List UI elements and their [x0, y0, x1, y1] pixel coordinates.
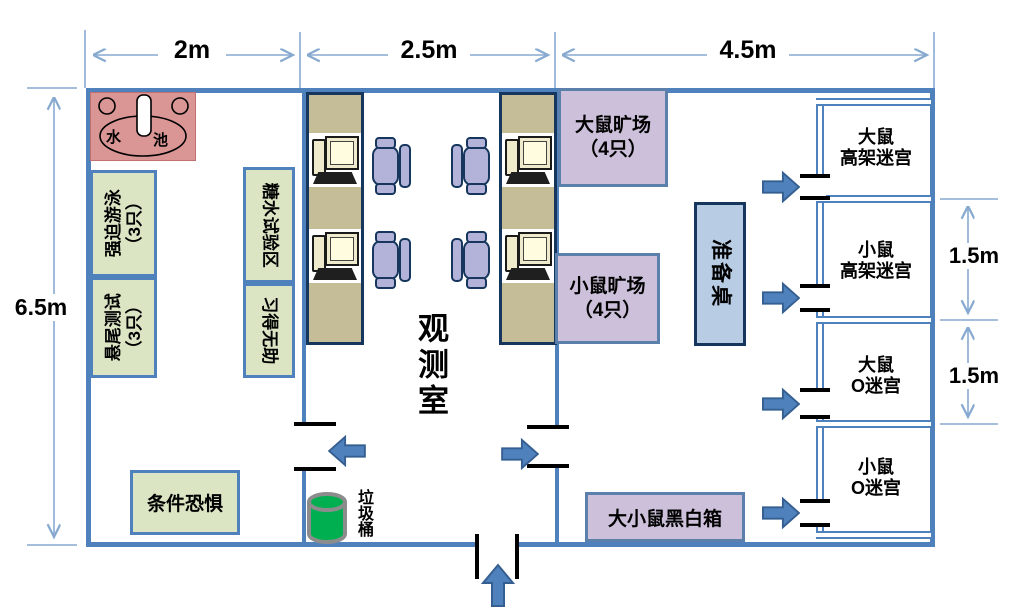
computer-icon: [309, 229, 361, 283]
observation-room-label: 观测室: [413, 312, 448, 420]
black-white-box-label: 大小鼠黑白箱: [607, 508, 722, 530]
sucrose-test-zone: 糖水试验区: [243, 167, 295, 283]
computer-icon: [309, 133, 361, 187]
door-tick: [800, 499, 830, 503]
chair-icon: [372, 137, 412, 195]
maze-divider-1: [816, 195, 931, 203]
door-tick: [800, 415, 830, 419]
sink-label-char2: 池: [153, 132, 169, 149]
tail-suspension-label-line1: 悬尾测试: [103, 293, 123, 362]
mouse-elevated-maze-line2: 高架迷宫: [840, 261, 912, 281]
tail-suspension-label-line2: （3只）: [124, 297, 144, 358]
wall-interior-right-lower: [555, 467, 559, 547]
chair-icon: [450, 137, 490, 195]
tail-suspension-zone: 悬尾测试 （3只）: [90, 277, 157, 378]
wall-top: [86, 88, 935, 93]
maze-door-gap: [814, 392, 826, 416]
mouse-open-field-zone: 小鼠旷场 （4只）: [555, 253, 660, 344]
learned-helplessness-zone: 习得无助: [243, 283, 295, 378]
forced-swim-label-line2: （3只）: [124, 193, 144, 254]
sink-icon: [98, 94, 189, 157]
rat-open-field-label-line2: （4只）: [579, 138, 647, 160]
desk-right: [499, 92, 557, 345]
chair-icon: [450, 231, 490, 289]
dimension-right-1: 1.5m: [941, 243, 1007, 269]
door-tick: [800, 388, 830, 392]
maze-door-arrow-icon: [762, 387, 800, 421]
rat-o-maze-line2: O迷宫: [850, 376, 901, 396]
dimension-top-1: 2m: [158, 36, 226, 65]
prep-table: 准备桌: [694, 202, 746, 346]
door-tick: [527, 464, 569, 468]
dimension-left: 6.5m: [6, 294, 76, 321]
maze-divider-3: [816, 420, 931, 428]
mouse-elevated-maze-line1: 小鼠: [858, 240, 894, 260]
maze-door-gap: [814, 503, 826, 524]
door-tick: [527, 425, 569, 429]
sucrose-test-label: 糖水试验区: [260, 182, 280, 268]
maze-door-gap: [814, 178, 826, 196]
maze-wall-bottom: [816, 531, 931, 539]
door-tick: [800, 196, 830, 200]
entry-arrow-up-icon: [480, 563, 516, 607]
sink-area: 水 池: [90, 92, 196, 161]
door-tick: [294, 422, 336, 426]
maze-door-arrow-icon: [762, 496, 800, 530]
entry-door-tick: [475, 534, 479, 579]
door-tick: [800, 174, 830, 178]
maze-door-arrow-icon: [762, 281, 800, 315]
desk-left: [306, 92, 364, 345]
conditioned-fear-zone: 条件恐惧: [130, 470, 240, 535]
forced-swim-label-line1: 强迫游泳: [103, 189, 123, 258]
mouse-o-maze-line2: O迷宫: [850, 478, 901, 498]
mouse-elevated-maze-label: 小鼠 高架迷宫: [822, 240, 930, 282]
dimension-top-2: 2.5m: [388, 36, 470, 65]
trash-bin-icon: [307, 492, 347, 544]
rat-open-field-label-line1: 大鼠旷场: [574, 114, 651, 136]
dimension-top-3: 4.5m: [707, 36, 789, 65]
door-arrow-right-icon: [501, 438, 539, 470]
door-tick: [800, 523, 830, 527]
maze-door-arrow-icon: [762, 170, 800, 204]
rat-elevated-maze-label: 大鼠 高架迷宫: [822, 127, 930, 169]
computer-icon: [502, 229, 554, 283]
black-white-box-zone: 大小鼠黑白箱: [585, 492, 745, 542]
wall-bottom-right-segment: [518, 542, 935, 547]
mouse-o-maze-label: 小鼠 O迷宫: [822, 457, 930, 499]
maze-door-gap: [814, 288, 826, 308]
wall-interior-left-lower: [302, 470, 306, 547]
mouse-o-maze-line1: 小鼠: [858, 457, 894, 477]
computer-icon: [502, 133, 554, 187]
rat-o-maze-line1: 大鼠: [858, 355, 894, 375]
maze-wall-top: [816, 98, 931, 106]
learned-helplessness-label: 习得无助: [260, 296, 280, 365]
forced-swim-zone: 强迫游泳 （3只）: [90, 170, 157, 277]
prep-table-label: 准备桌: [708, 239, 732, 309]
sink-label-char1: 水: [106, 129, 122, 146]
entry-door-tick: [515, 534, 519, 579]
wall-right: [930, 88, 935, 547]
wall-left: [86, 88, 91, 547]
door-arrow-left-icon: [328, 435, 366, 467]
wall-interior-left-upper: [302, 88, 306, 426]
dimension-right-2: 1.5m: [941, 363, 1007, 389]
rat-elevated-maze-line2: 高架迷宫: [840, 148, 912, 168]
trash-bin-label: 垃圾桶: [355, 489, 372, 537]
wall-bottom-left-segment: [86, 542, 477, 547]
rat-open-field-zone: 大鼠旷场 （4只）: [558, 88, 668, 187]
door-tick: [294, 467, 336, 471]
rat-o-maze-label: 大鼠 O迷宫: [822, 355, 930, 397]
conditioned-fear-label: 条件恐惧: [146, 494, 223, 515]
mouse-open-field-label-line1: 小鼠旷场: [569, 275, 646, 297]
chair-icon: [372, 231, 412, 289]
rat-elevated-maze-line1: 大鼠: [858, 127, 894, 147]
door-tick: [800, 284, 830, 288]
mouse-open-field-label-line2: （4只）: [573, 299, 642, 321]
door-tick: [800, 308, 830, 312]
maze-divider-2: [816, 316, 931, 324]
